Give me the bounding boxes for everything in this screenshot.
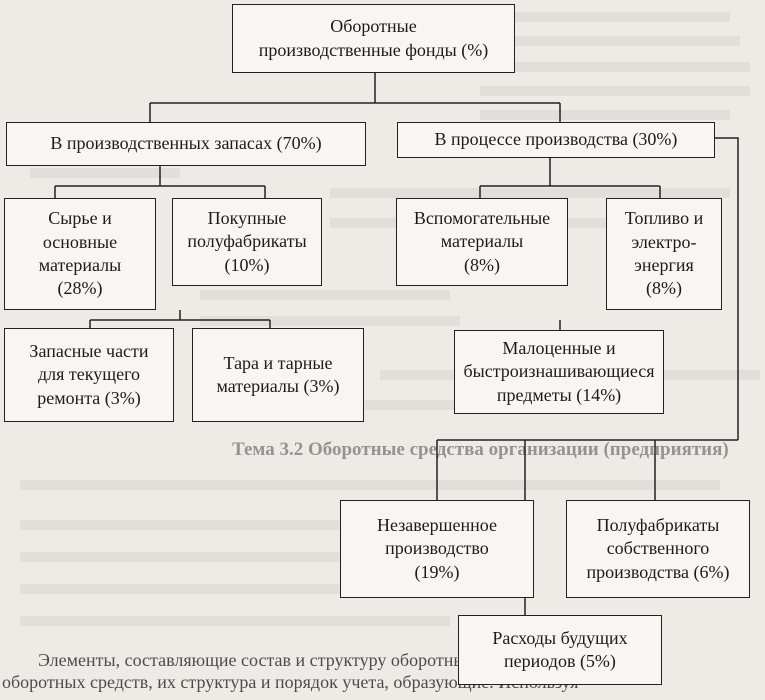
node-own-semi-finished-label: Полуфабрикаты собственного производства … (586, 514, 730, 582)
node-in-production-label: В процессе производства (30%) (434, 129, 678, 150)
node-in-production: В процессе производства (30%) (397, 122, 715, 158)
node-work-in-progress-label: Незавершенное производство (19%) (376, 514, 497, 582)
node-own-semi-finished: Полуфабрикаты собственного производства … (566, 500, 750, 598)
node-spare-parts-label: Запасные части для текущего ремонта (3%) (29, 340, 149, 408)
node-containers-label: Тара и тарные материалы (3%) (216, 352, 340, 396)
node-circulating-production-assets: Оборотные производственные фонды (%) (232, 4, 515, 73)
node-purchased-semi-finished-label: Покупные полуфабрикаты (10%) (187, 207, 307, 275)
node-low-value-items-label: Малоценные и быстроизнашивающиеся предме… (463, 337, 655, 405)
node-production-stocks-label: В производственных запасах (70%) (50, 133, 322, 154)
node-low-value-items: Малоценные и быстроизнашивающиеся предме… (454, 330, 664, 414)
node-raw-materials: Сырье и основные материалы (28%) (4, 198, 156, 310)
node-deferred-expenses-label: Расходы будущих периодов (5%) (492, 627, 628, 671)
node-production-stocks: В производственных запасах (70%) (6, 122, 366, 166)
node-raw-materials-label: Сырье и основные материалы (28%) (38, 208, 122, 299)
node-fuel-energy-label: Топливо и электро- энергия (8%) (624, 208, 704, 299)
node-work-in-progress: Незавершенное производство (19%) (340, 500, 534, 598)
node-auxiliary-materials-label: Вспомогательные материалы (8%) (413, 207, 551, 275)
node-fuel-energy: Топливо и электро- энергия (8%) (606, 198, 722, 310)
node-containers: Тара и тарные материалы (3%) (192, 328, 364, 422)
node-deferred-expenses: Расходы будущих периодов (5%) (458, 615, 662, 685)
node-purchased-semi-finished: Покупные полуфабрикаты (10%) (172, 198, 322, 286)
node-auxiliary-materials: Вспомогательные материалы (8%) (396, 198, 568, 286)
node-circulating-production-assets-label: Оборотные производственные фонды (%) (258, 16, 489, 60)
node-spare-parts: Запасные части для текущего ремонта (3%) (4, 328, 174, 422)
